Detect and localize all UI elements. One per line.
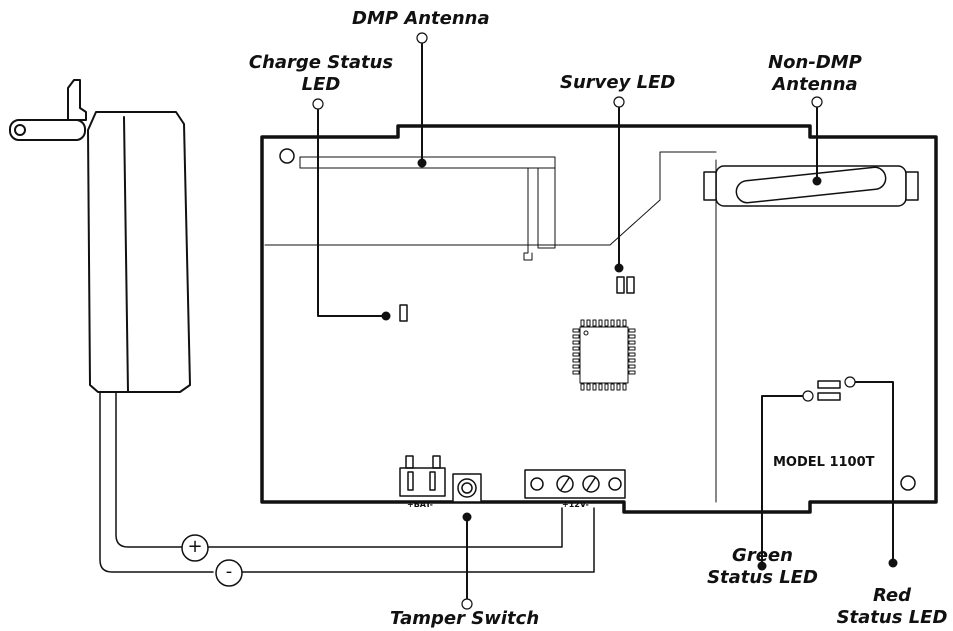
- callout-leaders: [317, 43, 894, 599]
- microcontroller-chip: [572, 319, 636, 391]
- label-line: Antenna: [772, 74, 858, 95]
- dmp-antenna-trace: [264, 151, 717, 261]
- label-line: Charge Status: [248, 52, 394, 73]
- label-line: Status LED: [707, 567, 818, 588]
- callout-rings: [312, 32, 856, 610]
- battery-terminal-label: +BAT-: [407, 500, 433, 509]
- label-line: Status LED: [836, 607, 948, 628]
- power-terminal-label: +12V-: [562, 500, 589, 509]
- red-status-led: [817, 380, 841, 389]
- mounting-hole: [279, 148, 295, 164]
- positive-marker: [181, 534, 209, 562]
- plus-sign: +: [187, 536, 203, 557]
- dmp-antenna-label: DMP Antenna: [352, 8, 490, 29]
- power-adapter: [9, 79, 191, 393]
- label-line: Red: [872, 585, 912, 606]
- survey-led-label: Survey LED: [560, 72, 676, 93]
- label-line: Non-DMP: [768, 52, 862, 73]
- model-label: MODEL 1100T: [773, 455, 875, 470]
- tamper-switch-label: Tamper Switch: [390, 608, 540, 629]
- power-cable: [99, 391, 595, 573]
- board-outline: [260, 124, 938, 514]
- green-status-led: [817, 392, 841, 401]
- battery-terminal: [399, 455, 446, 497]
- survey-led-a: [616, 276, 625, 294]
- charge-status-led: [399, 304, 408, 322]
- non-dmp-antenna-label: Non-DMP Antenna: [760, 52, 870, 96]
- minus-sign: -: [225, 561, 233, 582]
- power-terminal-block: [524, 469, 626, 499]
- label-line: Green: [732, 545, 793, 566]
- survey-led-b: [626, 276, 635, 294]
- tamper-switch: [452, 473, 482, 503]
- green-status-led-label: Green Status LED: [700, 545, 825, 589]
- red-status-led-label: Red Status LED: [832, 585, 952, 629]
- charge-status-led-label: Charge Status LED: [246, 52, 396, 96]
- negative-marker: [215, 559, 243, 587]
- callout-dots: [381, 158, 898, 571]
- mounting-hole: [900, 475, 916, 491]
- non-dmp-antenna: [703, 165, 919, 207]
- label-line: LED: [301, 74, 341, 95]
